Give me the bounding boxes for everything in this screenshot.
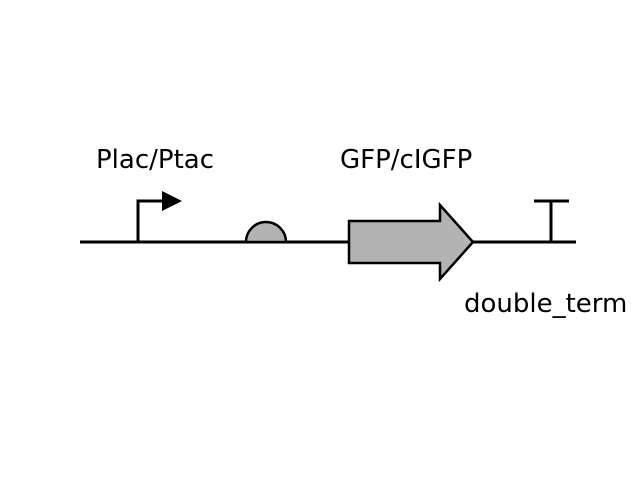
cds-block-arrow-icon	[347, 201, 475, 283]
terminator-t-icon	[534, 199, 569, 242]
promoter-label: Plac/Ptac	[96, 145, 214, 175]
rbs-semicircle-icon	[244, 220, 288, 244]
promoter-arrow-icon	[136, 191, 182, 242]
cds-label: GFP/cIGFP	[340, 145, 472, 175]
terminator-label: double_term	[464, 289, 627, 319]
